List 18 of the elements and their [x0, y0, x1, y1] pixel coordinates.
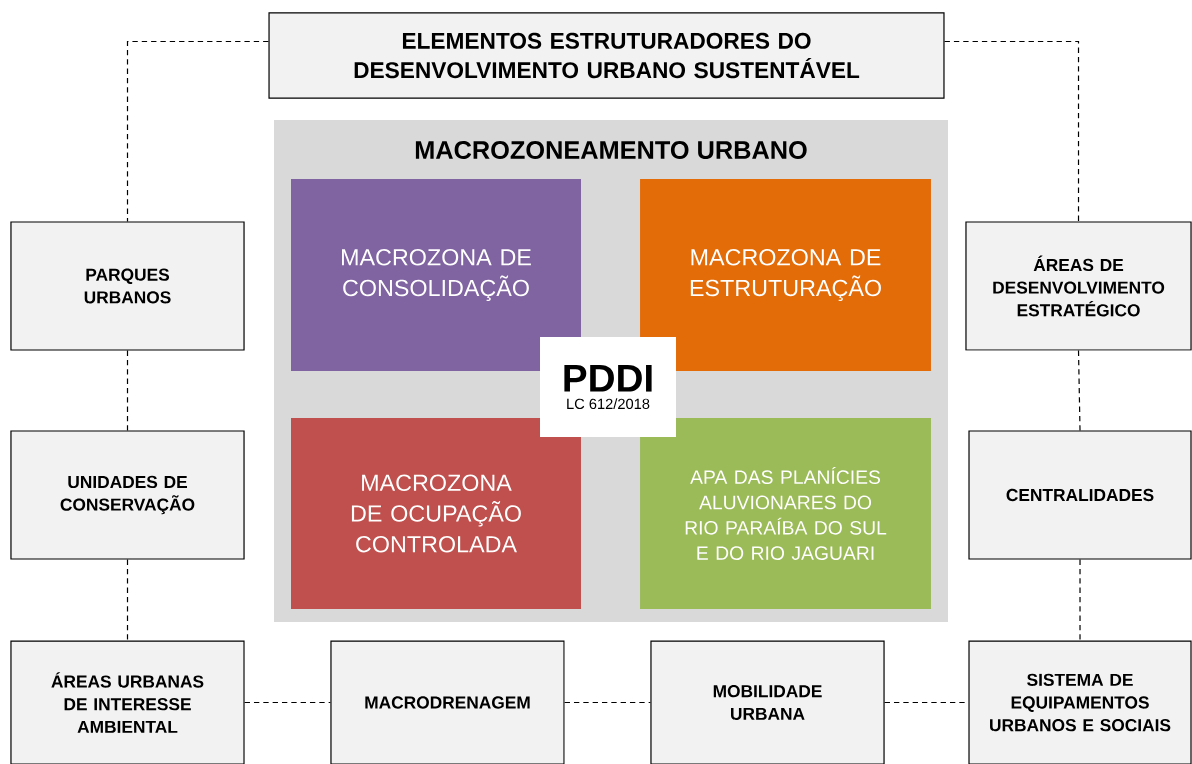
topic-box: ÁREAS DE DESENVOLVIMENTO ESTRATÉGICO: [965, 221, 1192, 351]
plan-label-box: PDDI LC 612/2018: [540, 337, 676, 437]
topic-box: PARQUES URBANOS: [10, 221, 245, 351]
connector-line: [564, 701, 651, 704]
topic-box: UNIDADES DE CONSERVAÇÃO: [10, 430, 245, 560]
connector-line: [126, 350, 129, 431]
title-box: ELEMENTOS ESTRUTURADORES DO DESENVOLVIMENTO URBANO SUSTENTÁVEL: [268, 12, 945, 99]
topic-box: MOBILIDADE URBANA: [650, 640, 885, 764]
topic-box: SISTEMA DE EQUIPAMENTOS URBANOS E SOCIAIS: [968, 640, 1192, 764]
connector-line: [1079, 559, 1081, 642]
connector-line: [126, 559, 129, 642]
connector-line: [1077, 350, 1081, 431]
zone-box: APA DAS PLANÍCIES ALUVIONARES DO RIO PARAÍBA DO SUL E DO RIO JAGUARI: [640, 418, 931, 609]
topic-box: ÁREAS URBANAS DE INTERESSE AMBIENTAL: [10, 640, 245, 764]
topic-box: CENTRALIDADES: [968, 430, 1192, 560]
zone-box: MACROZONA DE OCUPAÇÃO CONTROLADA: [291, 418, 581, 609]
connector-line: [244, 701, 331, 704]
topic-box: MACRODRENAGEM: [330, 640, 565, 764]
